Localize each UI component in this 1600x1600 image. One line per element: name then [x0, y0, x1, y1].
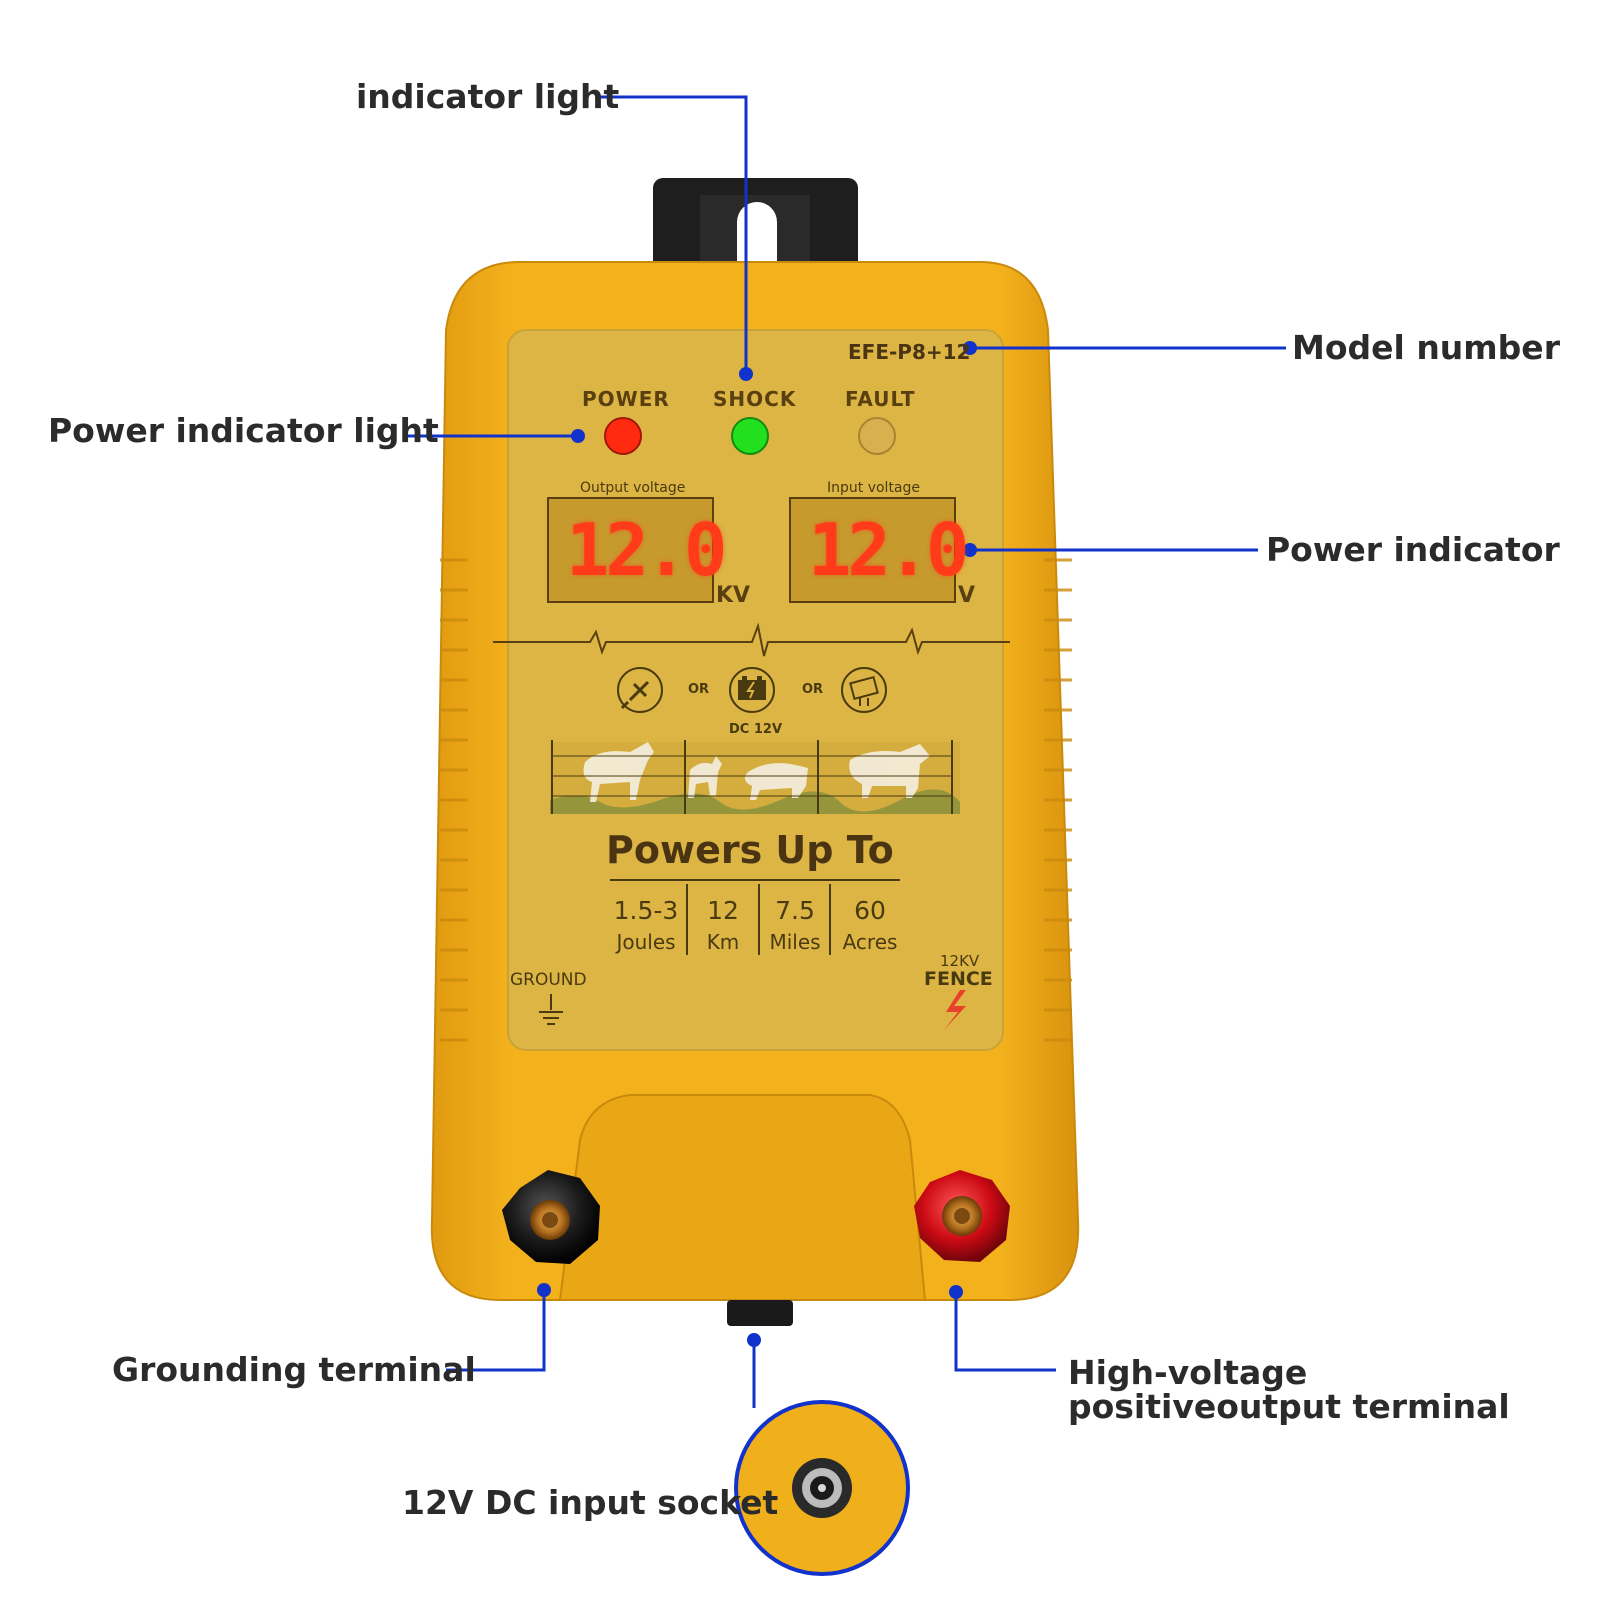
plug-icon — [617, 667, 663, 713]
output-voltage-caption: Output voltage — [580, 480, 686, 496]
or-text-2: OR — [802, 682, 824, 697]
callout-high-voltage-line2: positiveoutput terminal — [1068, 1387, 1510, 1426]
shock-led — [731, 417, 769, 455]
callout-dots — [537, 341, 977, 1347]
input-voltage-value: 12.0 — [808, 508, 969, 592]
stat-unit-acres: Acres — [842, 930, 898, 954]
led-label-fault: FAULT — [845, 387, 916, 411]
stat-value-joules: 1.5-3 — [613, 896, 679, 925]
pulse-line — [493, 622, 1010, 657]
callout-grounding-terminal: Grounding terminal — [112, 1350, 476, 1389]
fault-led — [858, 417, 896, 455]
fence-label: FENCE — [924, 968, 993, 990]
stat-unit-joules: Joules — [616, 930, 676, 954]
stat-value-km: 12 — [707, 896, 739, 925]
or-text-1: OR — [688, 682, 710, 697]
lightning-bolt-icon — [944, 990, 966, 1030]
callout-indicator-light: indicator light — [356, 77, 620, 116]
dc-jack — [727, 1300, 793, 1326]
stat-unit-miles: Miles — [769, 930, 821, 954]
ground-label: GROUND — [510, 970, 587, 990]
stat-unit-km: Km — [706, 930, 740, 954]
callout-dc-input-socket: 12V DC input socket — [402, 1483, 779, 1522]
input-voltage-unit: V — [958, 583, 976, 608]
led-label-power: POWER — [582, 387, 670, 411]
stat-value-miles: 7.5 — [775, 896, 815, 925]
grounding-terminal — [502, 1170, 600, 1264]
callout-power-indicator: Power indicator — [1266, 530, 1560, 569]
model-number: EFE-P8+12 — [848, 340, 971, 364]
input-voltage-display — [789, 497, 956, 603]
power-led — [604, 417, 642, 455]
fence-kv-label: 12KV — [940, 952, 980, 970]
high-voltage-terminal — [914, 1170, 1010, 1262]
output-voltage-unit: KV — [716, 583, 751, 608]
led-label-shock: SHOCK — [713, 387, 797, 411]
input-voltage-caption: Input voltage — [827, 480, 921, 496]
callout-power-indicator-light: Power indicator light — [48, 411, 439, 450]
dc-socket-zoom — [734, 1400, 910, 1576]
callout-lines — [406, 95, 1286, 1408]
stats-table-lines — [610, 879, 900, 955]
ground-symbol-icon — [539, 994, 563, 1025]
battery-icon — [729, 667, 775, 713]
output-voltage-value: 12.0 — [566, 508, 727, 592]
dc-12v-label: DC 12V — [729, 722, 783, 737]
callout-model-number: Model number — [1292, 328, 1560, 367]
stat-value-acres: 60 — [854, 896, 886, 925]
solar-panel-icon — [841, 667, 887, 713]
fence-illustration — [550, 740, 960, 814]
callout-high-voltage-line1: High-voltage — [1068, 1353, 1308, 1392]
powers-up-to-title: Powers Up To — [606, 828, 894, 872]
output-voltage-display — [547, 497, 714, 603]
